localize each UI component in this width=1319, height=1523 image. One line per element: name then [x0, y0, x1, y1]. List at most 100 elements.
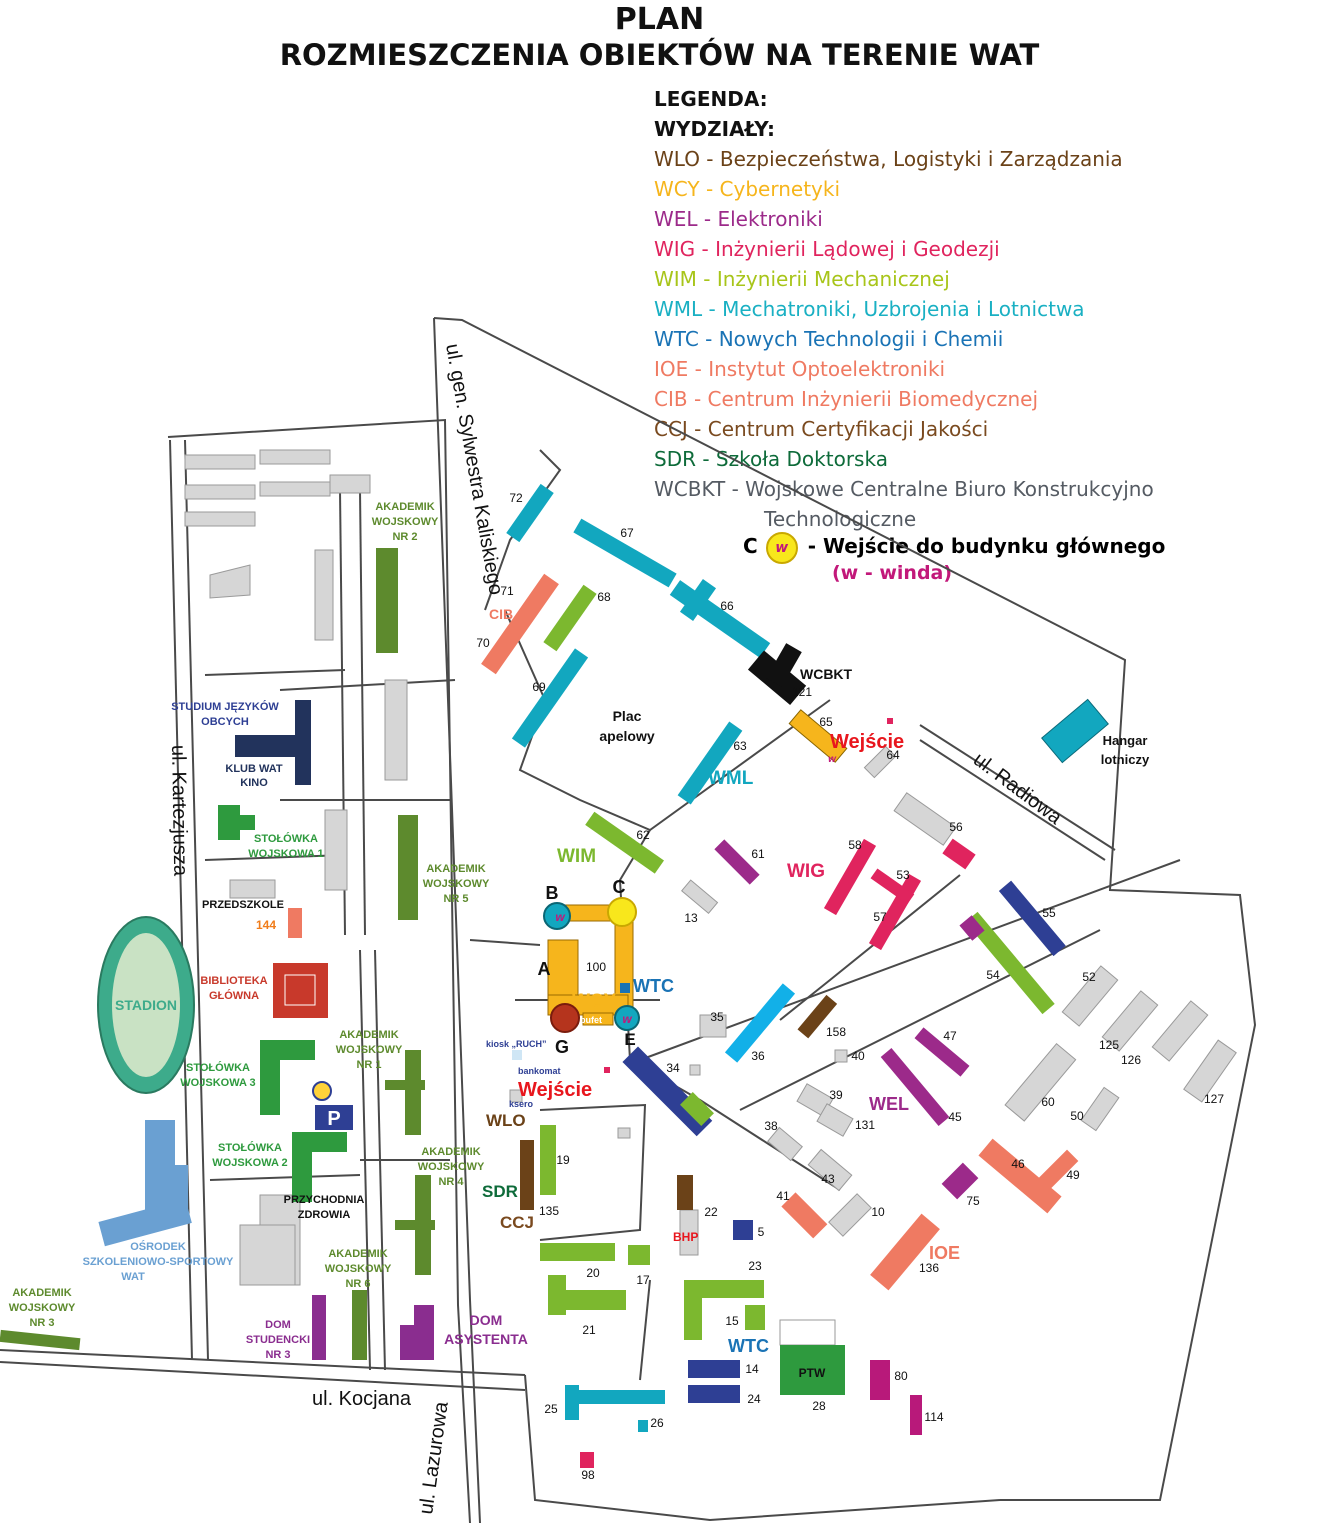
legend-header: LEGENDA: [654, 87, 768, 111]
label-ak5-line3: NR 5 [443, 893, 468, 905]
building-23b [684, 1295, 702, 1340]
entrance-e-icon [614, 1005, 640, 1031]
label-wtc-south: WTC [728, 1336, 769, 1356]
legend-entry: WTC - Nowych Technologii i Chemii [654, 327, 1004, 351]
label-ak6-line3: NR 6 [345, 1278, 370, 1290]
label-bhp: BHP [673, 1230, 698, 1244]
legend-entries: WLO - Bezpieczeństwa, Logistyki i Zarząd… [654, 144, 1154, 534]
street-kaliskiego: ul. gen. Sylwestra Kaliskiego [441, 342, 507, 597]
building-number-36: 36 [751, 1049, 765, 1063]
building-number-56: 56 [949, 820, 963, 834]
building-number-70: 70 [476, 636, 490, 650]
building-20 [540, 1243, 615, 1261]
building-number-13: 13 [684, 911, 698, 925]
label-ak3-line1: AKADEMIK [12, 1287, 71, 1299]
building-56 [942, 838, 976, 870]
label-wim: WIM [557, 846, 596, 867]
building-121-wing [766, 643, 802, 687]
building-65 [788, 709, 848, 763]
studium-building-wing [295, 700, 311, 785]
building-number-49: 49 [1066, 1168, 1080, 1182]
akademik-nr1-wing [385, 1080, 425, 1090]
building-23 [684, 1280, 764, 1298]
label-ak5-line2: WOJSKOWY [423, 878, 490, 890]
entrance-letter-b: B [546, 883, 559, 903]
label-ak1-line1: AKADEMIK [339, 1029, 398, 1041]
building-number-136: 136 [919, 1261, 939, 1275]
p-building [315, 1105, 353, 1130]
osrodek-sportowy-c [160, 1165, 188, 1220]
label-przychodnia-line2: ZDROWIA [298, 1209, 351, 1221]
label-hangar-line2: lotniczy [1101, 752, 1150, 767]
street-kartezjusza: ul. Kartezjusza [167, 745, 191, 877]
legend-entrance-text: - Wejście do budynku głównego [807, 534, 1166, 558]
legend-entry: Technologiczne [764, 507, 917, 531]
building-number-57: 57 [873, 910, 887, 924]
legend-winda-note: (w - winda) [832, 562, 953, 584]
building-number-72: 72 [509, 491, 523, 505]
label-dom-studencki-line1: DOM [265, 1319, 291, 1331]
building-number-66: 66 [720, 599, 734, 613]
building-number-43: 43 [821, 1172, 835, 1186]
building-number-20: 20 [586, 1266, 600, 1280]
label-klub-line1: KLUB WAT [225, 763, 283, 775]
legend-entry: WIM - Inżynierii Mechanicznej [654, 267, 950, 291]
label-ak3-line2: WOJSKOWY [9, 1302, 76, 1314]
label-stol3-line2: WOJSKOWA 3 [180, 1077, 255, 1089]
building-34-end [680, 1092, 714, 1126]
map-labels: Plac apelowy Hangar lotniczy WCBKT Wejśc… [9, 501, 1150, 1380]
building-98 [580, 1452, 594, 1468]
building-66-wing [679, 579, 717, 621]
label-stol2-line2: WOJSKOWA 2 [212, 1157, 287, 1169]
faculty-buildings [481, 483, 1109, 1468]
building-number-54: 54 [986, 968, 1000, 982]
label-wlo: WLO [486, 1111, 526, 1130]
building-15 [745, 1305, 765, 1330]
building-36 [724, 983, 796, 1063]
dom-asystenta-c [400, 1335, 434, 1347]
legend-entry: CCJ - Centrum Certyfikacji Jakości [654, 417, 989, 441]
entrance-letter-e: E [624, 1030, 635, 1049]
label-ioe: IOE [929, 1243, 960, 1263]
building-55 [998, 880, 1066, 957]
stolowka-2-wing [292, 1132, 347, 1152]
building-25-end [565, 1385, 579, 1420]
studium-building [235, 735, 295, 757]
building-46 [978, 1138, 1062, 1214]
building-number-158: 158 [826, 1025, 846, 1039]
label-hangar-line1: Hangar [1103, 733, 1148, 748]
label-ak3-line3: NR 3 [29, 1317, 54, 1329]
building-number-64: 64 [886, 748, 900, 762]
label-ak5-line1: AKADEMIK [426, 863, 485, 875]
stolowka-1 [218, 805, 240, 840]
label-studium-line1: STUDIUM JĘZYKÓW [171, 700, 279, 713]
building-66 [669, 580, 771, 658]
building-72 [506, 483, 554, 543]
legend: LEGENDA: WYDZIAŁY: WLO - Bezpieczeństwa,… [654, 84, 1154, 534]
building-number-15: 15 [725, 1314, 739, 1328]
building-number-62: 62 [636, 828, 650, 842]
entrance-letter-a: A [538, 959, 551, 979]
label-dom-studencki-line2: STUDENCKI [246, 1334, 310, 1346]
building-number-125: 125 [1099, 1038, 1119, 1052]
building-number-23: 23 [748, 1259, 762, 1273]
building-number-45: 45 [948, 1110, 962, 1124]
building-number-46: 46 [1011, 1157, 1025, 1171]
west-buildings: P [0, 548, 435, 1360]
building-54-cap [959, 915, 985, 941]
entrance-marker-icon: w [765, 531, 798, 564]
building-number-135: 135 [539, 1204, 559, 1218]
legend-entry: WEL - Elektroniki [654, 207, 823, 231]
legend-entry: WLO - Bezpieczeństwa, Logistyki i Zarząd… [654, 147, 1123, 171]
label-wel: WEL [869, 1094, 909, 1114]
building-68 [543, 584, 597, 652]
building-ptw [780, 1345, 845, 1395]
label-kiosk: kiosk „RUCH” [486, 1039, 547, 1049]
building-number-52: 52 [1082, 970, 1096, 984]
label-ak6-line1: AKADEMIK [328, 1248, 387, 1260]
label-ptw: PTW [799, 1366, 826, 1380]
label-ak1-line2: WOJSKOWY [336, 1044, 403, 1056]
building-14 [688, 1360, 740, 1378]
label-wcbkt: WCBKT [800, 666, 853, 682]
